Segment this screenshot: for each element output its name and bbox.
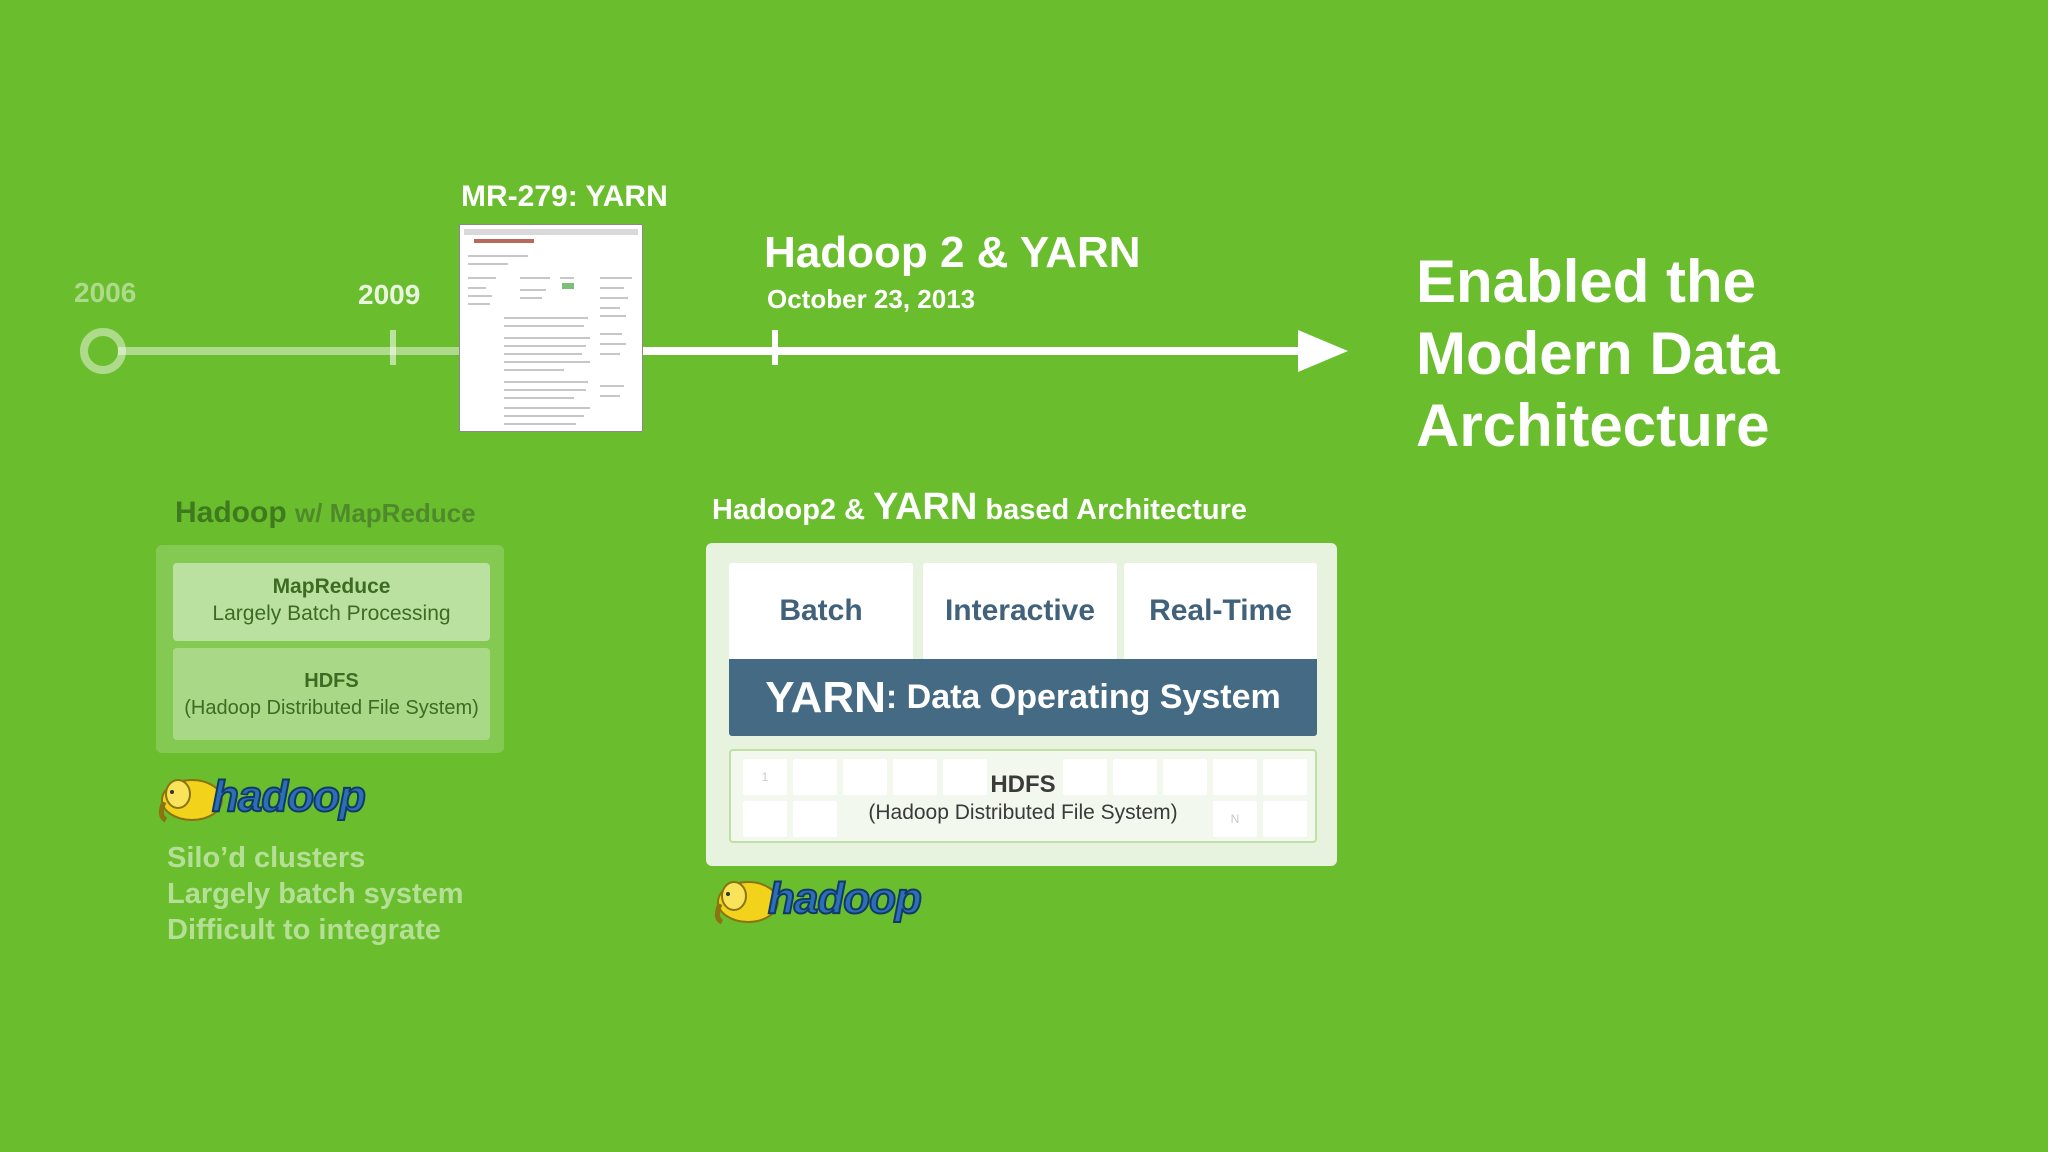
yarn-heading: Hadoop2 & YARN based Architecture xyxy=(712,486,1247,529)
yarn-operating-system-bar: YARN: Data Operating System xyxy=(729,659,1317,736)
legacy-mapreduce-sub: Largely Batch Processing xyxy=(212,602,451,625)
hdfs-cell-first: 1 xyxy=(743,759,787,795)
hdfs-cell xyxy=(843,759,887,795)
hadoop-logo-text: hadoop xyxy=(211,771,367,822)
legacy-bullets: Silo’d clusters Largely batch system Dif… xyxy=(167,840,464,948)
timeline-start-marker xyxy=(80,328,126,374)
mr-279-label: MR-279: YARN xyxy=(461,180,668,213)
headline-line-3: Architecture xyxy=(1416,392,1770,459)
legacy-mapreduce-title: MapReduce xyxy=(272,575,391,598)
engine-interactive-label: Interactive xyxy=(944,594,1096,627)
hdfs-cell xyxy=(1213,759,1257,795)
legacy-mapreduce-layer: MapReduce Largely Batch Processing xyxy=(173,563,490,641)
legacy-bullet-3: Difficult to integrate xyxy=(167,914,441,946)
legacy-hdfs-title: HDFS xyxy=(304,670,359,692)
hdfs-cell xyxy=(1163,759,1207,795)
hadoop-elephant-icon xyxy=(714,881,779,925)
legacy-title: Hadoop w/ MapReduce xyxy=(175,496,476,530)
yarn-hdfs-layer: 1 N HDFS (Hadoop Distributed File System… xyxy=(729,749,1317,843)
hdfs-cell xyxy=(943,759,987,795)
legacy-bullet-1: Silo’d clusters xyxy=(167,842,366,874)
hadoop2-release-date: October 23, 2013 xyxy=(767,284,976,314)
engine-interactive: Interactive xyxy=(923,563,1117,669)
yarn-heading-post: based Architecture xyxy=(985,494,1247,526)
timeline-arrow-head xyxy=(1298,330,1348,372)
hadoop-logo-text: hadoop xyxy=(767,873,923,924)
legacy-hdfs-sub: (Hadoop Distributed File System) xyxy=(184,697,479,719)
jira-document-thumbnail xyxy=(459,224,643,432)
engine-realtime: Real-Time xyxy=(1124,563,1317,669)
hdfs-cell xyxy=(1263,759,1307,795)
yarn-heading-pre: Hadoop2 & xyxy=(712,494,866,526)
legacy-title-sub: w/ MapReduce xyxy=(295,498,476,528)
hdfs-cell xyxy=(743,801,787,837)
hdfs-cell xyxy=(793,801,837,837)
hdfs-cell xyxy=(893,759,937,795)
engine-realtime-label: Real-Time xyxy=(1149,594,1292,627)
headline: Enabled the Modern Data Architecture xyxy=(1416,246,1779,462)
legacy-hdfs-layer: HDFS (Hadoop Distributed File System) xyxy=(173,648,490,740)
legacy-stack xyxy=(156,545,504,753)
engine-batch: Batch xyxy=(729,563,913,669)
hdfs-cell xyxy=(1113,759,1157,795)
yarn-bar-rest: : Data Operating System xyxy=(885,678,1281,716)
hadoop2-release-title: Hadoop 2 & YARN xyxy=(764,228,1141,277)
hdfs-cell xyxy=(1263,801,1307,837)
year-2009: 2009 xyxy=(358,279,421,310)
yarn-heading-big: YARN xyxy=(873,486,978,528)
yarn-hdfs-sub: (Hadoop Distributed File System) xyxy=(868,801,1178,824)
hdfs-cell xyxy=(1063,759,1107,795)
headline-line-1: Enabled the xyxy=(1416,248,1757,315)
engine-batch-label: Batch xyxy=(779,594,863,627)
year-2006: 2006 xyxy=(74,277,137,308)
legacy-title-main: Hadoop xyxy=(175,496,287,529)
hadoop-elephant-icon xyxy=(158,779,223,823)
legacy-bullet-2: Largely batch system xyxy=(167,878,464,910)
hdfs-cell-last: N xyxy=(1213,801,1257,837)
yarn-bar-big: YARN xyxy=(765,672,886,722)
yarn-hdfs-title: HDFS xyxy=(990,771,1056,798)
headline-line-2: Modern Data xyxy=(1416,320,1780,387)
hdfs-cell xyxy=(793,759,837,795)
